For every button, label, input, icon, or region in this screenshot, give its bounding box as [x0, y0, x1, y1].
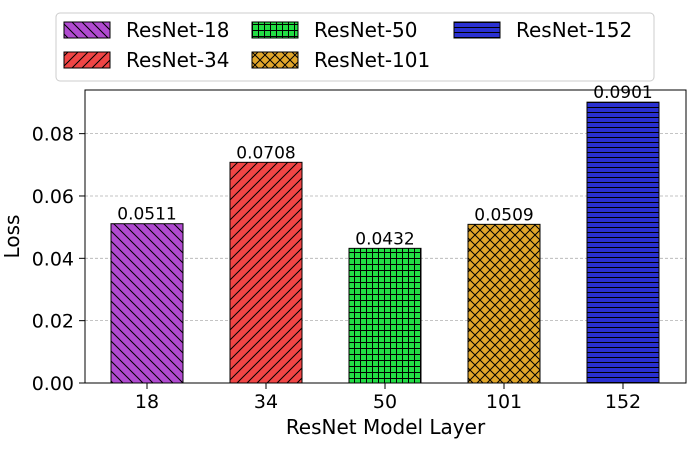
y-tick-label: 0.02 — [32, 311, 74, 333]
x-tick-label: 101 — [486, 391, 522, 413]
legend-label: ResNet-50 — [314, 18, 418, 42]
legend-label: ResNet-152 — [516, 18, 632, 42]
bar-value-label: 0.0509 — [474, 205, 533, 225]
bar-101 — [467, 223, 541, 384]
legend-label: ResNet-18 — [126, 18, 230, 42]
legend-swatch — [63, 21, 111, 39]
bar-value-label: 0.0901 — [593, 83, 652, 103]
x-tick-label: 34 — [254, 391, 278, 413]
legend-swatch — [251, 51, 299, 69]
bar-value-label: 0.0511 — [117, 205, 176, 225]
bar-34 — [229, 161, 303, 384]
x-tick-label: 18 — [135, 391, 159, 413]
x-axis-label: ResNet Model Layer — [286, 415, 486, 439]
y-tick-label: 0.08 — [32, 124, 74, 146]
bars: 0.0511 0.0708 0.0432 0.0509 0.0901 — [110, 83, 660, 384]
bar-value-label: 0.0708 — [236, 143, 295, 163]
x-tick-label: 50 — [373, 391, 397, 413]
plot-frame — [84, 89, 687, 384]
legend-label: ResNet-101 — [314, 48, 430, 72]
legend-frame — [55, 12, 655, 82]
bar-152 — [586, 101, 660, 384]
y-tick-label: 0.04 — [32, 248, 74, 270]
legend-label: ResNet-34 — [126, 48, 230, 72]
legend-swatch — [251, 21, 299, 39]
bar-18 — [110, 223, 184, 384]
y-axis: 0.00 0.02 0.04 0.06 0.08 — [32, 124, 85, 395]
y-axis-label: Loss — [0, 215, 24, 259]
bar-50 — [348, 247, 422, 384]
y-tick-label: 0.06 — [32, 186, 74, 208]
legend-swatch — [63, 51, 111, 69]
x-axis: 18 34 50 101 152 — [135, 383, 641, 413]
x-tick-label: 152 — [605, 391, 641, 413]
y-tick-label: 0.00 — [32, 373, 74, 395]
legend-swatch — [453, 21, 501, 39]
bar-value-label: 0.0432 — [355, 229, 414, 249]
